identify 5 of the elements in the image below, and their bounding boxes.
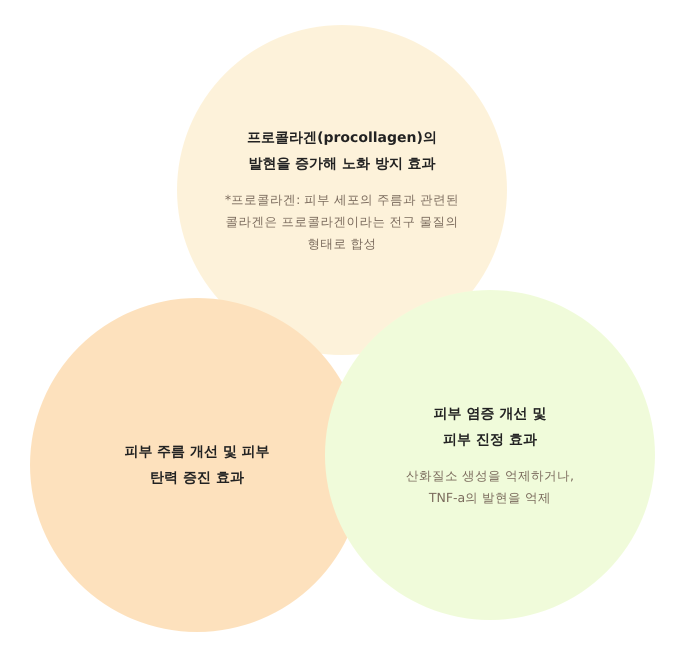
description-text: *프로콜라겐: 피부 세포의 주름과 관련된 콜라겐은 프로콜라겐이라는 전구 물질의 형태로 합성 bbox=[224, 191, 460, 253]
heading-text: 프로콜라겐(procollagen)의 발현을 증가해 노화 방지 효과 bbox=[246, 129, 438, 174]
heading-text: 피부 염증 개선 및 피부 진정 효과 bbox=[432, 405, 548, 450]
heading-text: 피부 주름 개선 및 피부 탄력 증진 효과 bbox=[123, 443, 271, 488]
description-text: 산화질소 생성을 억제하거나, TNF-a의 발현을 억제 bbox=[405, 467, 575, 507]
